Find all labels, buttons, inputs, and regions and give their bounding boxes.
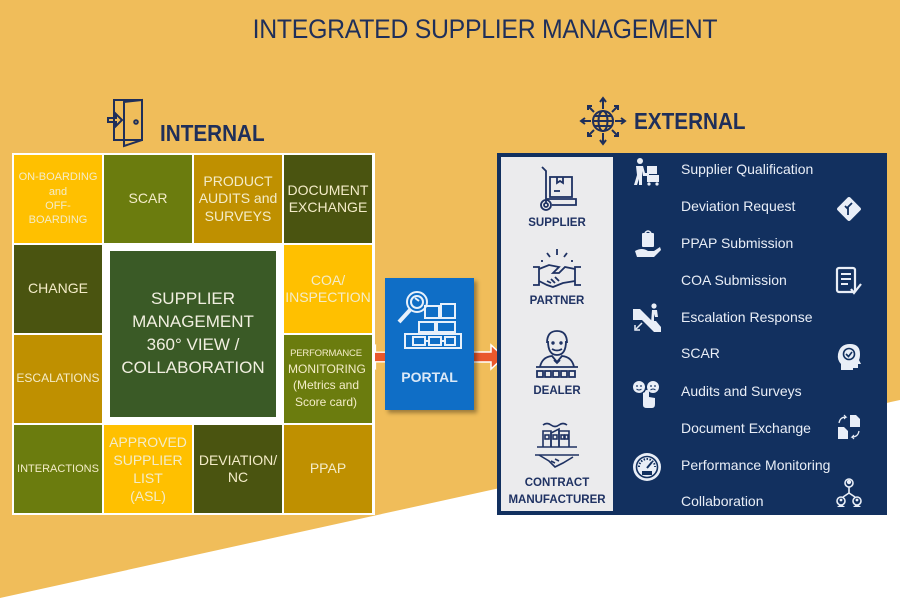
entity-dealer[interactable]: DEALER [501, 329, 613, 400]
file-exchange-icon [838, 414, 860, 440]
handshake-icon [533, 249, 581, 288]
tile-text: INTERACTIONS [17, 462, 99, 475]
external-label: EXTERNAL [634, 107, 746, 134]
factory-handshake-icon [535, 422, 579, 468]
tile-text: MANAGEMENT [132, 312, 254, 332]
tile-text: LIST [133, 470, 163, 486]
document-check-icon [835, 266, 862, 295]
tile-change[interactable]: CHANGE [14, 245, 102, 333]
tile-text: APPROVED [109, 433, 187, 450]
internal-label: INTERNAL [160, 119, 265, 146]
tile-text: CHANGE [28, 280, 88, 297]
tile-text: NC [227, 469, 249, 485]
tile-text: OFF-BOARDING [28, 200, 88, 227]
tile-text: PERFORMANCE [290, 348, 362, 360]
tile-text: EXCHANGE [288, 199, 368, 215]
service-coa-submission[interactable]: COA Submission [681, 272, 787, 288]
tile-text: COA/ [310, 271, 346, 288]
service-scar[interactable]: SCAR [681, 345, 720, 361]
entity-label: PARTNER [529, 295, 585, 307]
hand-package-icon [635, 230, 661, 257]
portal-label: PORTAL [401, 369, 458, 385]
tile-text: 360° VIEW / [146, 335, 240, 354]
portal-search-icon [397, 291, 462, 349]
external-panel: SUPPLIER PARTNER [497, 153, 887, 515]
door-enter-icon [107, 98, 143, 148]
entity-label: CONTRACT [524, 477, 590, 489]
tile-interactions[interactable]: INTERACTIONS [14, 425, 102, 513]
people-network-icon [836, 478, 862, 507]
dealer-icon [536, 330, 578, 378]
tile-text: SURVEYS [204, 207, 272, 224]
tile-text: SCAR [128, 190, 168, 207]
tile-text: Score card) [294, 394, 358, 409]
service-escalation-response[interactable]: Escalation Response [681, 309, 813, 325]
page-title: INTEGRATED SUPPLIER MANAGEMENT [252, 14, 718, 44]
tile-text: INSPECTION [285, 289, 371, 305]
entity-label: DEALER [533, 385, 581, 397]
service-deviation-request[interactable]: Deviation Request [681, 198, 796, 214]
person-cart-icon [634, 158, 659, 186]
service-audits-and-surveys[interactable]: Audits and Surveys [681, 383, 802, 399]
entity-column: SUPPLIER PARTNER [501, 157, 613, 511]
tile-text: DEVIATION/ [198, 451, 278, 468]
external-heading: EXTERNAL [578, 96, 758, 146]
tile-escalations[interactable]: ESCALATIONS [14, 335, 102, 423]
tile-text: DOCUMENT [287, 181, 369, 198]
tile-text: MONITORING [288, 362, 366, 377]
tile-text: PRODUCT [203, 172, 273, 189]
entity-label: MANUFACTURER [508, 493, 606, 506]
tile-text: (ASL) [130, 488, 166, 505]
internal-heading: INTERNAL [106, 98, 276, 148]
service-document-exchange[interactable]: Document Exchange [681, 420, 811, 436]
tile-text: SUPPLIER [150, 289, 236, 309]
service-supplier-qualification[interactable]: Supplier Qualification [681, 161, 814, 177]
tile-text: COLLABORATION [121, 357, 265, 377]
escalator-icon [633, 303, 661, 332]
tile-ppap[interactable]: PPAP [284, 425, 372, 513]
entity-partner[interactable]: PARTNER [501, 247, 613, 310]
tile-text: SUPPLIER [113, 451, 183, 468]
hand-truck-icon [540, 166, 577, 211]
survey-faces-icon [633, 381, 659, 408]
tile-scar[interactable]: SCAR [104, 155, 192, 243]
tile-center-360-view[interactable]: SUPPLIER MANAGEMENT 360° VIEW / COLLABORATI… [110, 251, 276, 417]
diamond-sign-icon [837, 197, 861, 221]
head-check-icon [837, 344, 861, 370]
entity-contract-manufacturer[interactable]: CONTRACT MANUFACTURER [501, 421, 613, 508]
tile-text: AUDITS and [198, 190, 278, 207]
gauge-icon [633, 453, 661, 481]
service-performance-monitoring[interactable]: Performance Monitoring [681, 457, 831, 473]
tile-coa-inspection[interactable]: COA/INSPECTION [284, 245, 372, 333]
tile-text: (Metrics and [292, 378, 360, 393]
tile-text: ON-BOARDING [18, 171, 98, 184]
tile-text: and [48, 185, 68, 198]
service-ppap-submission[interactable]: PPAP Submission [681, 235, 794, 251]
tile-deviation-nc[interactable]: DEVIATION/NC [194, 425, 282, 513]
entity-supplier[interactable]: SUPPLIER [501, 163, 613, 232]
tile-text: ESCALATIONS [16, 371, 100, 386]
globe-arrows-icon [579, 96, 627, 146]
service-collaboration[interactable]: Collaboration [681, 493, 764, 509]
entity-label: SUPPLIER [528, 217, 586, 229]
portal-button[interactable]: PORTAL [385, 278, 474, 410]
tile-text: PPAP [309, 460, 347, 477]
